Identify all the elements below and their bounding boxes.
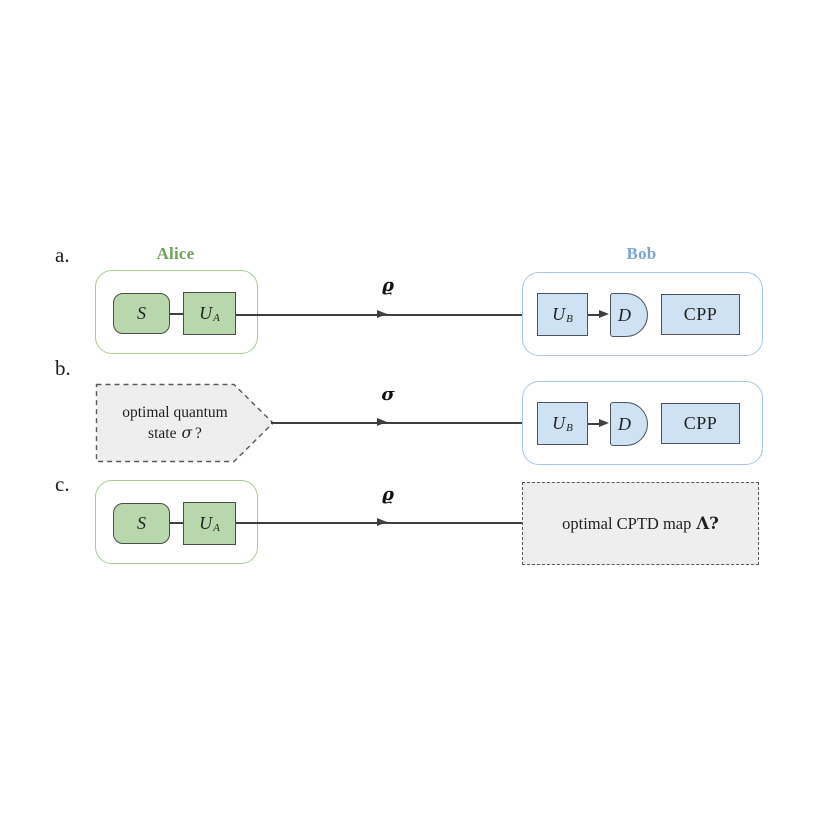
alice-unitary-subscript-a: A xyxy=(213,311,220,324)
source-box-c: S xyxy=(113,503,170,544)
alice-unitary-label-a: U xyxy=(199,303,213,323)
detector-label-a: D xyxy=(618,304,631,325)
question-sigma-symbol-b: σ xyxy=(181,424,193,442)
cpp-box-a: CPP xyxy=(661,294,740,335)
question-text-c: optimal CPTD map xyxy=(562,513,692,533)
bob-unitary-subscript-a: B xyxy=(566,312,573,325)
bob-title: Bob xyxy=(626,244,657,263)
question-line1-b: optimal quantum xyxy=(122,404,228,421)
detector-shape-b: D xyxy=(610,402,648,446)
question-line2-pre-b: state xyxy=(148,425,177,442)
source-unitary-connector-c xyxy=(168,522,186,524)
channel-arrowhead-icon-a xyxy=(377,310,387,318)
source-label-c: S xyxy=(137,513,146,533)
panel-a-label: a. xyxy=(55,243,70,267)
bob-unitary-label-a: U xyxy=(552,304,566,324)
alice-unitary-subscript-c: A xyxy=(213,521,220,534)
channel-label-c: ϱ xyxy=(382,484,394,505)
channel-line-b xyxy=(271,422,538,424)
panel-b-label: b. xyxy=(55,356,71,380)
bob-unitary-subscript-b: B xyxy=(566,421,573,434)
channel-arrowhead-icon-b xyxy=(377,418,387,426)
detector-label-b: D xyxy=(618,413,631,434)
source-unitary-connector-a xyxy=(168,313,186,315)
source-label-a: S xyxy=(137,303,146,323)
panel-c-label: c. xyxy=(55,472,70,496)
cpp-box-b: CPP xyxy=(661,403,740,444)
question-pentagon-b xyxy=(95,383,274,463)
unitary-detector-connector-b xyxy=(588,423,602,425)
cpp-label-b: CPP xyxy=(683,413,718,433)
alice-title: Alice xyxy=(156,244,195,263)
detector-arrowhead-icon-a xyxy=(599,310,609,318)
question-lambda-symbol-c: Λ? xyxy=(696,514,719,533)
channel-label-b: σ xyxy=(381,384,395,405)
alice-unitary-label-c: U xyxy=(199,513,213,533)
channel-label-a: ϱ xyxy=(382,275,394,296)
channel-arrowhead-icon-c xyxy=(377,518,387,526)
detector-shape-a: D xyxy=(610,293,648,337)
bob-unitary-label-b: U xyxy=(552,413,566,433)
channel-line-a xyxy=(236,314,538,316)
detector-arrowhead-icon-b xyxy=(599,419,609,427)
source-box-a: S xyxy=(113,293,170,334)
question-line2-post-b: ? xyxy=(195,425,202,442)
cpp-label-a: CPP xyxy=(683,304,718,324)
unitary-detector-connector-a xyxy=(588,314,602,316)
